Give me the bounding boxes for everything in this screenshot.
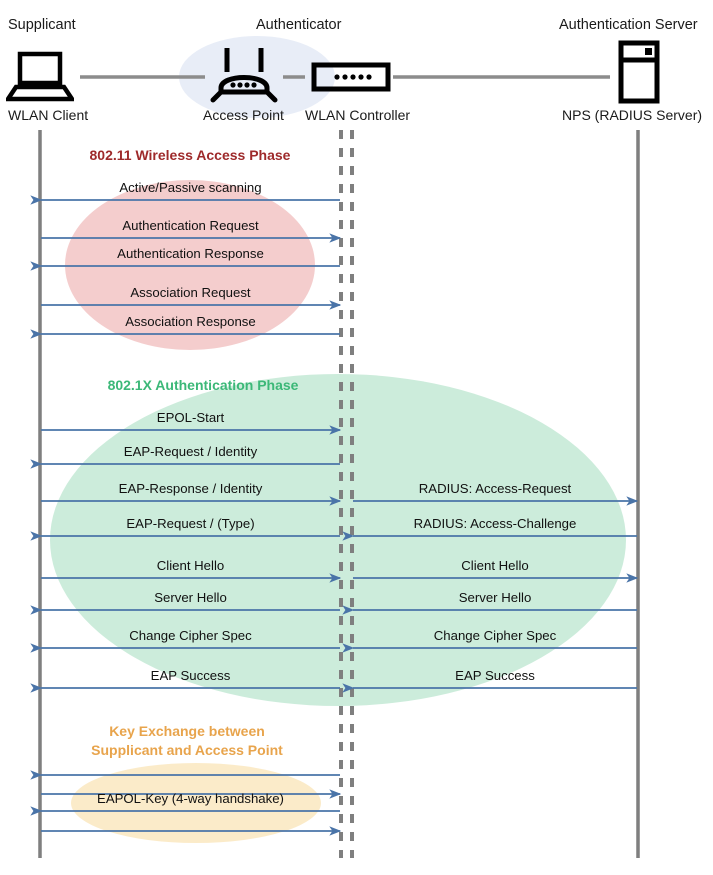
message-label-left-15: EAPOL-Key (4-way handshake)	[97, 791, 284, 806]
message-label-left-5: EPOL-Start	[156, 410, 225, 425]
message-label-left-10: Server Hello	[154, 590, 227, 605]
message-label-right-0: RADIUS: Access-Request	[418, 481, 572, 496]
message-label-left-2: Authentication Response	[117, 246, 264, 261]
phase-key-exchange-ellipse	[71, 763, 321, 843]
server-rack-icon	[617, 40, 661, 109]
device-label-access-point: Access Point	[203, 107, 284, 123]
message-label-right-2: Client Hello	[461, 558, 529, 573]
phase-80211-ellipse	[65, 180, 315, 350]
message-label-left-8: EAP-Request / (Type)	[126, 516, 255, 531]
message-label-right-5: EAP Success	[455, 668, 535, 683]
message-label-left-7: EAP-Response / Identity	[118, 481, 263, 496]
message-label-right-1: RADIUS: Access-Challenge	[413, 516, 577, 531]
message-arrows	[30, 195, 639, 836]
role-title-authenticator: Authenticator	[256, 17, 342, 33]
phase-80211-label: 802.11 Wireless Access Phase	[89, 147, 291, 163]
message-label-left-1: Authentication Request	[122, 218, 259, 233]
wlan-controller-icon	[311, 62, 391, 97]
message-label-left-12: EAP Success	[150, 668, 231, 683]
role-title-auth-server: Authentication Server	[559, 17, 698, 33]
message-label-right-3: Server Hello	[458, 590, 532, 605]
message-label-left-11: Change Cipher Spec	[129, 628, 252, 643]
device-label-wlan-client: WLAN Client	[8, 107, 89, 123]
message-label-left-0: Active/Passive scanning	[119, 180, 262, 195]
message-label-left-3: Association Request	[130, 285, 251, 300]
message-label-left-6: EAP-Request / Identity	[123, 444, 258, 459]
lifelines	[38, 130, 640, 858]
phase-8021x-label: 802.1X Authentication Phase	[107, 377, 299, 393]
device-label-wlan-controller: WLAN Controller	[305, 107, 411, 123]
wireless-router-icon	[209, 44, 279, 109]
device-label-nps: NPS (RADIUS Server)	[562, 107, 703, 123]
phase-8021x-ellipse	[50, 374, 626, 706]
laptop-icon	[3, 48, 77, 109]
message-label-left-9: Client Hello	[156, 558, 225, 573]
role-title-supplicant: Supplicant	[8, 17, 76, 33]
message-label-left-4: Association Response	[125, 314, 256, 329]
phase-ellipses	[50, 180, 626, 843]
message-label-right-4: Change Cipher Spec	[433, 628, 557, 643]
